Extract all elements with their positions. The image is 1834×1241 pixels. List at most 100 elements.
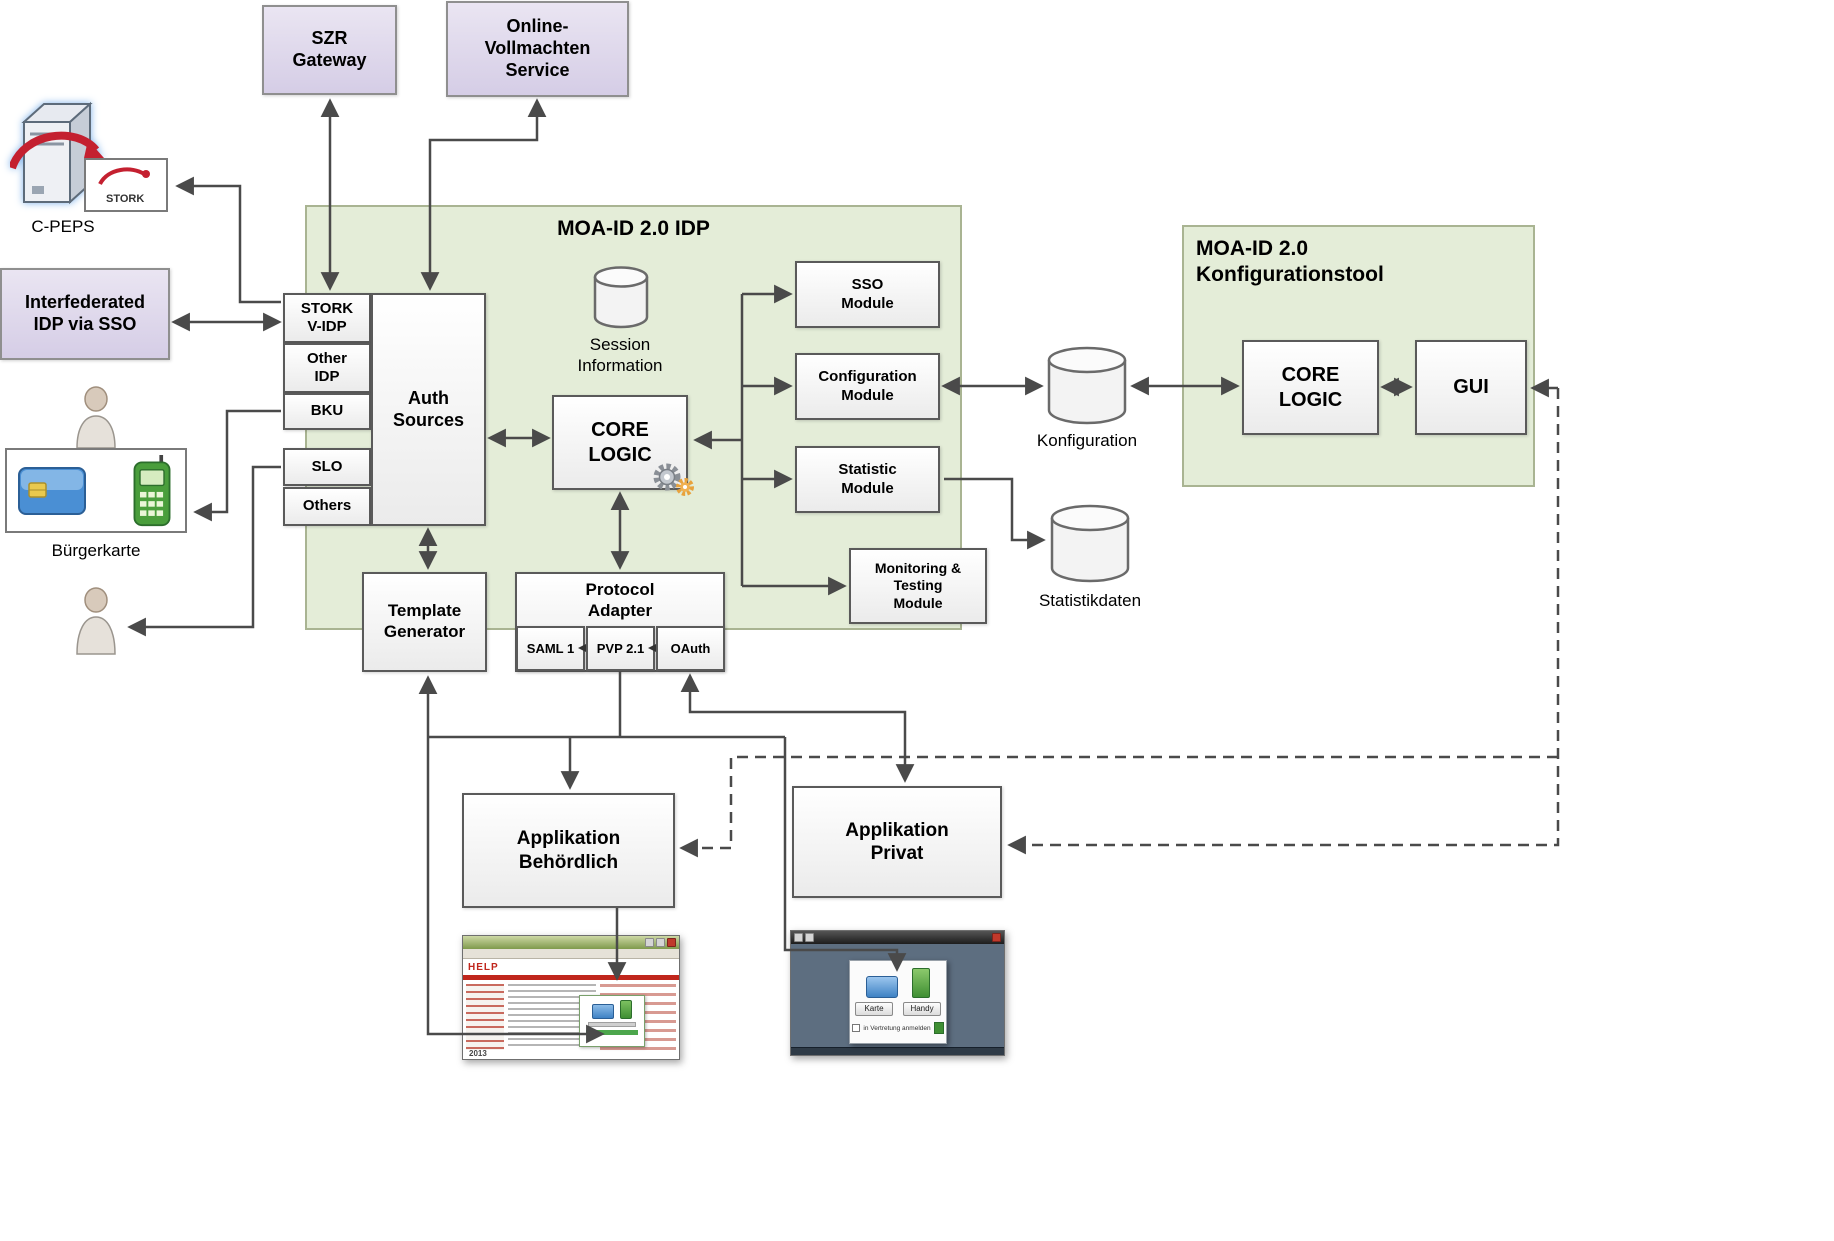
node-szr-gateway: SZR Gateway [262,5,397,95]
node-configuration-module: Configuration Module [795,353,940,420]
mobile-phone-icon [133,454,171,526]
stork-badge: STORK [84,158,168,212]
slo-label: SLO [311,457,343,475]
checkbox-icon [852,1024,861,1032]
handy-button: Handy [903,1002,941,1016]
login-dialog-buttons: Karte Handy [855,1002,941,1016]
session-information-label: Session Information [577,335,663,376]
node-slo: SLO [283,448,371,486]
template-generator-label: Template Generator [383,601,466,641]
node-app-privat: Applikation Privat [792,786,1002,898]
phone-icon [912,968,930,998]
oauth-label: OAuth [670,640,711,656]
window-menu-icons [794,933,814,942]
node-tool-core-logic: CORE LOGIC [1242,340,1379,435]
protocol-adapter-label: Protocol Adapter [585,580,655,620]
browser-screenshot-help: HELP 2013 [462,935,680,1060]
mini-phone-icon [620,1000,632,1019]
node-core-logic: CORE LOGIC [552,395,694,496]
node-stork-vidp: STORK V-IDP [283,293,371,343]
gui-label: GUI [1453,376,1489,399]
help-year: 2013 [469,1049,487,1058]
browser-toolbar [463,949,679,959]
person-icon-2 [76,587,116,655]
gear-icon [653,463,694,496]
help-page: HELP 2013 [463,959,679,1059]
smartcard-icon [18,466,86,515]
arrow-storkvidp-cpeps [175,176,281,304]
green-badge-icon [933,1022,944,1034]
vertretung-checkbox-label: in Vertretung anmelden [863,1024,931,1032]
node-pvp21: PVP 2.1 [586,626,655,671]
help-left-column [466,984,504,1050]
statistikdaten-label: Statistikdaten [1038,591,1142,610]
help-navbar [463,975,679,980]
node-oauth: OAuth [656,626,725,671]
node-others: Others [283,487,371,526]
buergerkarte-box [5,448,187,533]
other-idp-label: Other IDP [306,349,347,385]
card-icon [866,976,898,998]
menu-icon [794,933,803,942]
others-label: Others [302,497,352,515]
browser-titlebar [463,936,679,949]
konfiguration-label: Konfiguration [1036,431,1138,450]
popup-icons [592,1000,632,1019]
configuration-module-label: Configuration Module [818,368,917,404]
login-window-titlebar [791,931,1004,944]
popup-field [588,1022,636,1027]
interfederated-idp-label: Interfederated IDP via SSO [24,292,146,334]
cpeps-label: C-PEPS [31,217,95,236]
pvp21-label: PVP 2.1 [596,640,645,656]
stork-logo-icon: STORK [98,167,150,205]
auth-sources-label: Auth Sources [392,387,465,430]
login-dialog: Karte Handy in Vertretung anmelden [849,960,947,1044]
help-header: HELP [463,959,679,975]
stork-vidp-label: STORK V-IDP [300,299,354,335]
minimize-icon [645,938,654,947]
close-icon [667,938,676,947]
login-window-body: Karte Handy in Vertretung anmelden [791,944,1004,1047]
help-logo: HELP [468,961,499,973]
vertretung-checkbox-row: in Vertretung anmelden [852,1022,944,1034]
arrow-oauth-privat [680,673,915,783]
login-window-statusbar [791,1047,1004,1055]
node-monitoring-module: Monitoring & Testing Module [849,548,987,624]
node-online-vollmachten: Online- Vollmachten Service [446,1,629,97]
node-template-generator: Template Generator [362,572,487,672]
node-statistic-module: Statistic Module [795,446,940,513]
node-sso-module: SSO Module [795,261,940,328]
help-login-popup [579,995,645,1047]
core-logic-label: CORE LOGIC [588,419,652,466]
szr-gateway-label: SZR Gateway [292,28,367,70]
statistikdaten-database-icon [1050,504,1130,583]
close-icon-2 [992,933,1001,942]
node-auth-sources: Auth Sources [371,293,486,526]
monitoring-module-label: Monitoring & Testing Module [874,560,962,611]
node-other-idp: Other IDP [283,343,371,393]
konfigtool-title: MOA-ID 2.0 Konfigurationstool [1196,237,1384,287]
app-behoerdlich-label: Applikation Behördlich [516,828,621,873]
stork-badge-label: STORK [106,193,144,205]
popup-confirm-strip [586,1030,638,1035]
sso-module-label: SSO Module [841,276,894,312]
person-icon [76,386,116,449]
maximize-icon [656,938,665,947]
node-bku: BKU [283,393,371,430]
karte-button: Karte [855,1002,893,1016]
browser-screenshot-login: Karte Handy in Vertretung anmelden [790,930,1005,1056]
app-privat-label: Applikation Privat [845,819,949,864]
menu-icon-2 [805,933,814,942]
konfiguration-database-icon [1047,346,1127,425]
login-dialog-icons [866,966,930,998]
node-interfederated-idp: Interfederated IDP via SSO [0,268,170,360]
buergerkarte-label: Bürgerkarte [51,541,141,560]
session-database-icon [593,266,649,329]
tool-core-logic-label: CORE LOGIC [1278,364,1343,411]
mini-card-icon [592,1004,614,1019]
node-saml1: SAML 1 [516,626,585,671]
bku-label: BKU [310,402,344,420]
node-app-behoerdlich: Applikation Behördlich [462,793,675,908]
arrow-bku-buergerkarte [193,409,281,522]
